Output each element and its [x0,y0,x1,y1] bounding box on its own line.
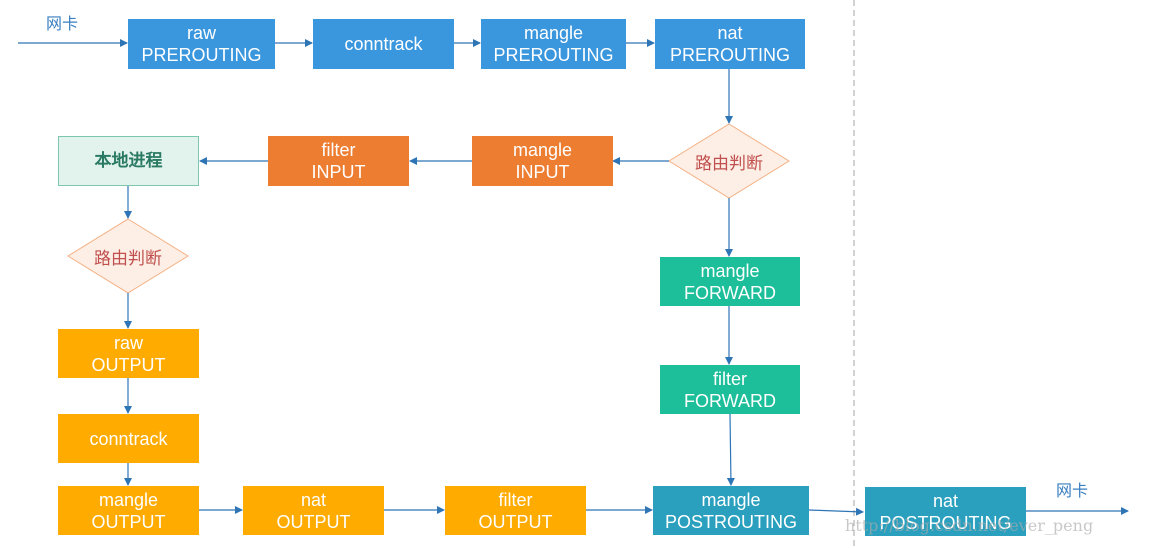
conntrack-prerouting-node: conntrack [313,19,454,69]
node-line-2: PREROUTING [669,45,790,65]
node-line-1: nat [932,490,959,511]
nat-postrouting-node: nat POSTROUTING [865,487,1026,536]
node-line-2: OUTPUT [478,511,553,532]
routing-decision-label-2: 路由判断 [94,248,162,268]
conntrack-output-node: conntrack [58,414,199,463]
node-line-2: POSTROUTING [664,511,797,532]
node-line-1: nat [717,23,743,43]
node-line-1: conntrack [89,428,168,449]
node-line-2: PREROUTING [493,45,614,65]
node-line-1: filter [712,368,747,389]
node-line-1: raw [186,23,216,43]
node-line-2: FORWARD [684,390,776,411]
node-line-1: filter [321,140,356,160]
nat-prerouting-node: nat PREROUTING [655,19,805,69]
filter-forward-node: filter FORWARD [660,365,800,414]
filter-input-node: filter INPUT [268,136,409,186]
arrow-filter-forward-to-mangle-postrouting [726,413,735,486]
node-line-1: mangle [98,489,159,510]
routing-decision-label-1: 路由判断 [695,153,763,173]
mangle-postrouting-node: mangle POSTROUTING [653,486,809,535]
nat-output-node: nat OUTPUT [243,486,384,535]
node-line-1: filter [498,489,533,510]
node-line-2: OUTPUT [91,354,166,375]
node-line-1: mangle [701,489,761,510]
mangle-output-node: mangle OUTPUT [58,486,199,535]
node-line-2: INPUT [515,162,570,182]
node-line-2: PREROUTING [141,45,262,65]
node-line-2: POSTROUTING [879,512,1012,533]
node-line-2: FORWARD [684,282,776,303]
node-line-1: mangle [512,140,573,160]
nic-out-label: 网卡 [1056,483,1089,500]
node-line-1: mangle [700,260,760,281]
source-watermark: http://blog.csdn.net/ever_peng [845,516,1094,535]
arrow-mangle-to-nat-postrouting [808,507,864,516]
node-line-2: OUTPUT [91,511,166,532]
raw-prerouting-node: raw PREROUTING [128,19,275,69]
raw-output-node: raw OUTPUT [58,329,199,378]
local-process-node: 本地进程 [58,136,199,186]
filter-output-node: filter OUTPUT [445,486,586,535]
mangle-input-node: mangle INPUT [472,136,613,186]
mangle-prerouting-node: mangle PREROUTING [481,19,626,69]
node-line-1: raw [113,332,143,353]
node-line-1: 本地进程 [94,151,163,171]
node-line-1: conntrack [344,34,423,54]
node-line-1: mangle [523,23,584,43]
node-line-1: nat [300,489,327,510]
mangle-forward-node: mangle FORWARD [660,257,800,306]
node-line-2: INPUT [311,162,366,182]
node-line-2: OUTPUT [276,511,351,532]
nic-in-label: 网卡 [46,16,79,33]
